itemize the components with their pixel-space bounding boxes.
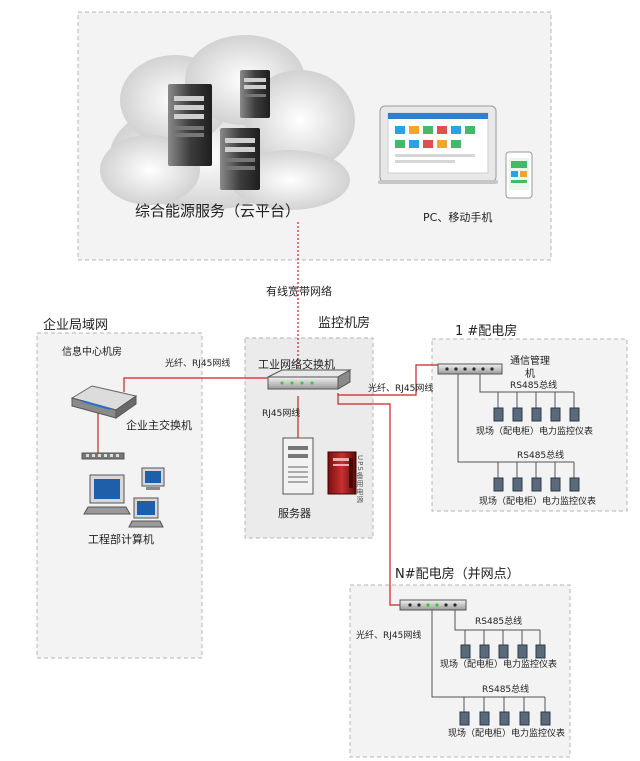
monitor-room-title: 监控机房 <box>318 316 371 331</box>
wan-label: 有线宽带网络 <box>266 285 332 298</box>
ups-icon <box>327 451 357 495</box>
rs485-bus-lines <box>457 374 575 478</box>
room-n-link-label: 光纤、RJ45网线 <box>356 631 422 641</box>
workstations-label: 工程部计算机 <box>88 533 154 546</box>
pc-monitor-icon <box>378 105 498 184</box>
enterprise-link <box>123 377 272 392</box>
info-center-label: 信息中心机房 <box>62 347 122 358</box>
rj45-label: RJ45网线 <box>262 409 301 419</box>
gateway-icon <box>437 363 503 375</box>
server-label: 服务器 <box>278 507 311 520</box>
room-1-bus-2-label: RS485总线 <box>517 451 565 461</box>
room-1-link <box>338 364 450 396</box>
cloud-server-icon <box>240 70 270 118</box>
gateway-label: 通信管理机 <box>510 356 550 380</box>
main-switch-icon <box>70 385 138 419</box>
workstation-icon <box>83 474 131 515</box>
room-n-switch-icon <box>399 599 467 611</box>
room-1-bus-1-label: RS485总线 <box>510 381 558 391</box>
mobile-phone-icon <box>505 151 533 199</box>
industrial-switch-icon <box>267 369 352 390</box>
meter-icons <box>459 644 551 726</box>
ups-label: UPS备用电源 <box>356 455 364 504</box>
enterprise-link-label: 光纤、RJ45网线 <box>165 359 231 369</box>
workstation-icon <box>141 467 165 490</box>
enterprise-title: 企业局域网 <box>43 318 109 333</box>
room-1-link-label: 光纤、RJ45网线 <box>368 384 434 394</box>
rs485-bus-lines <box>431 610 546 712</box>
room-n-title: N#配电房（并网点） <box>395 567 520 582</box>
room-n-zone <box>349 584 571 758</box>
room-1-meters-1-label: 现场（配电柜）电力监控仪表 <box>476 427 594 437</box>
cloud-server-icon <box>220 128 260 190</box>
meter-icons <box>493 407 580 492</box>
room-n-bus-2-label: RS485总线 <box>482 685 530 695</box>
room-1-title: 1 #配电房 <box>455 324 518 339</box>
hub-icon <box>81 452 125 460</box>
industrial-switch-label: 工业网络交换机 <box>258 358 335 371</box>
room-n-meters-1-label: 现场（配电柜）电力监控仪表 <box>440 660 558 670</box>
cloud-server-icon <box>168 84 212 166</box>
cloud-platform-label: 综合能源服务（云平台） <box>135 202 301 220</box>
room-n-link <box>337 393 402 606</box>
room-n-meters-2-label: 现场（配电柜）电力监控仪表 <box>448 729 566 739</box>
room-1-meters-2-label: 现场（配电柜）电力监控仪表 <box>479 497 597 507</box>
server-icon <box>282 437 314 495</box>
room-n-bus-1-label: RS485总线 <box>475 617 523 627</box>
workstation-icon <box>128 497 164 528</box>
clients-label: PC、移动手机 <box>423 211 493 224</box>
main-switch-label: 企业主交换机 <box>126 419 192 432</box>
